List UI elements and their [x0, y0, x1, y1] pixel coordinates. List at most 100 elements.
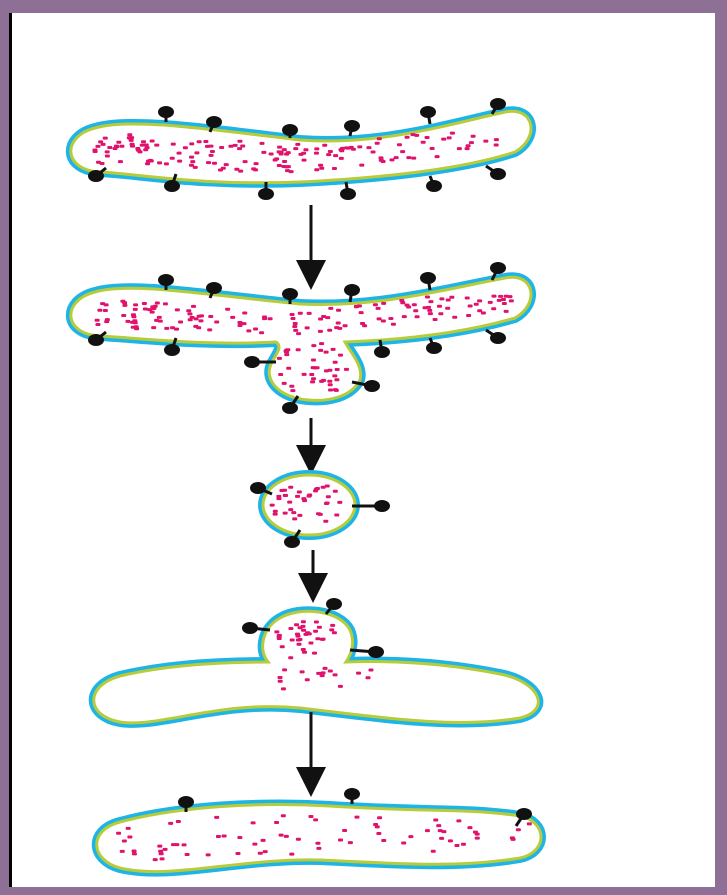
cargo-dot — [224, 163, 229, 166]
cargo-dot — [190, 316, 195, 319]
cargo-dot — [126, 827, 131, 830]
cargo-dot — [430, 147, 435, 150]
cargo-dot — [127, 133, 132, 136]
cargo-dot — [502, 302, 507, 305]
cargo-dot — [281, 687, 286, 690]
cargo-dot — [130, 321, 135, 324]
cargo-dot — [338, 838, 343, 841]
cargo-dot — [206, 853, 211, 856]
cargo-dot — [122, 840, 127, 843]
cargo-dot — [177, 152, 182, 155]
cargo-dot — [178, 321, 183, 324]
cargo-dot — [425, 296, 430, 299]
cargo-dot — [163, 302, 168, 305]
cargo-dot — [404, 304, 409, 307]
cargo-dot — [125, 320, 130, 323]
cargo-dot — [483, 140, 488, 143]
cargo-dot — [296, 332, 301, 335]
cargo-dot — [312, 652, 317, 655]
cargo-dot — [282, 668, 287, 671]
cargo-dot — [315, 842, 320, 845]
cargo-dot — [302, 373, 307, 376]
cargo-dot — [159, 852, 164, 855]
cargo-dot — [130, 145, 135, 148]
cargo-dot — [158, 320, 163, 323]
cargo-dot — [412, 303, 417, 306]
stage-3-transport-vesicle — [250, 475, 390, 548]
cargo-dot — [438, 312, 443, 315]
cargo-dot — [333, 154, 338, 157]
cargo-dot — [435, 155, 440, 158]
cargo-dot — [314, 621, 319, 624]
cargo-dot — [209, 154, 214, 157]
cargo-dot — [388, 317, 393, 320]
cargo-dot — [399, 299, 404, 302]
cargo-dot — [330, 624, 335, 627]
cargo-dot — [170, 157, 175, 160]
cargo-dot — [405, 136, 410, 139]
cargo-dot — [450, 132, 455, 135]
cargo-dot — [281, 165, 286, 168]
cargo-dot — [288, 656, 293, 659]
cargo-dot — [323, 520, 328, 523]
cargo-dot — [253, 328, 258, 331]
cargo-dot — [343, 324, 348, 327]
cargo-dot — [207, 328, 212, 331]
cargo-dot — [289, 853, 294, 856]
cargo-dot — [145, 146, 150, 149]
cargo-dot — [362, 324, 367, 327]
cargo-dot — [203, 140, 208, 143]
cargo-dot — [175, 308, 180, 311]
cargo-dot — [452, 316, 457, 319]
cargo-dot — [283, 494, 288, 497]
cargo-dot — [324, 351, 329, 354]
cargo-dot — [381, 319, 386, 322]
cargo-dot — [259, 142, 264, 145]
stage-2-vesicle-budding — [71, 262, 531, 414]
cargo-dot — [282, 160, 287, 163]
cargo-dot — [246, 329, 251, 332]
cargo-dot — [302, 651, 307, 654]
cargo-dot — [431, 850, 436, 853]
cargo-dot — [366, 146, 371, 149]
cargo-dot — [279, 834, 284, 837]
cargo-dot — [491, 307, 496, 310]
cargo-dot — [176, 820, 181, 823]
cargo-dot — [354, 816, 359, 819]
cargo-dot — [381, 302, 386, 305]
cargo-dot — [329, 628, 334, 631]
cargo-dot — [327, 380, 332, 383]
cargo-dot — [301, 620, 306, 623]
receptor — [344, 120, 360, 136]
cargo-dot — [441, 138, 446, 141]
cargo-dot — [491, 295, 496, 298]
cargo-dot — [277, 637, 282, 640]
cargo-dot — [297, 643, 302, 646]
cargo-dot — [334, 326, 339, 329]
cargo-dot — [183, 146, 188, 149]
cargo-dot — [282, 382, 287, 385]
cargo-dot — [356, 672, 361, 675]
cargo-dot — [238, 170, 243, 173]
cargo-dot — [214, 321, 219, 324]
cargo-dot — [447, 136, 452, 139]
cargo-dot — [155, 302, 160, 305]
cargo-dot — [290, 313, 295, 316]
cargo-dot — [376, 832, 381, 835]
cargo-dot — [116, 832, 121, 835]
vesicle-inner-membrane — [263, 475, 355, 535]
cargo-dot — [290, 389, 295, 392]
cargo-dot — [325, 501, 330, 504]
cargo-dot — [428, 312, 433, 315]
cargo-dot — [163, 848, 168, 851]
cargo-dot — [477, 309, 482, 312]
cargo-dot — [425, 829, 430, 832]
cargo-dot — [158, 850, 163, 853]
cargo-dot — [310, 380, 315, 383]
cargo-dot — [93, 149, 98, 152]
cargo-dot — [286, 151, 291, 154]
cargo-dot — [357, 145, 362, 148]
cargo-dot — [428, 300, 433, 303]
cargo-dot — [391, 323, 396, 326]
cargo-dot — [311, 344, 316, 347]
